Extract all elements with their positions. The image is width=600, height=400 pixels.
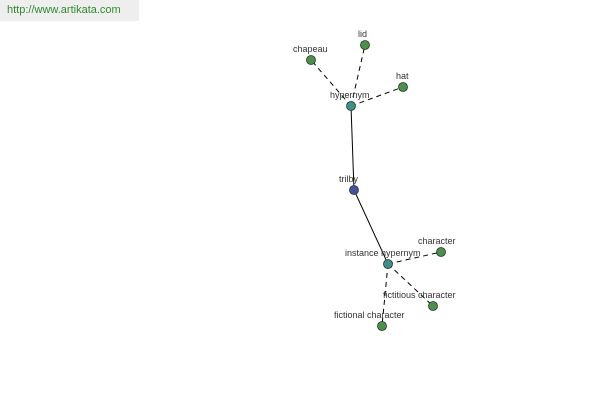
node-chapeau[interactable]	[306, 55, 316, 65]
node-label-chapeau[interactable]: chapeau	[293, 44, 328, 54]
node-label-instance-hypernym[interactable]: instance hypernym	[345, 248, 421, 258]
node-label-character[interactable]: character	[418, 236, 456, 246]
edge-hypernym-chapeau	[310, 59, 352, 107]
graph-edges	[310, 44, 442, 327]
node-instance-hypernym[interactable]	[383, 259, 393, 269]
node-character[interactable]	[436, 247, 446, 257]
node-label-hat[interactable]: hat	[396, 71, 409, 81]
node-label-trilby[interactable]: trilby	[339, 174, 359, 184]
source-url-banner[interactable]: http://www.artikata.com	[0, 0, 139, 21]
node-hat[interactable]	[398, 82, 408, 92]
node-label-hypernym[interactable]: hypernym	[330, 90, 370, 100]
edge-hypernym-lid	[350, 44, 366, 107]
node-lid[interactable]	[360, 40, 370, 50]
node-label-fictional-character[interactable]: fictional character	[334, 310, 405, 320]
node-label-fictitious-character[interactable]: fictitious character	[383, 290, 456, 300]
node-hypernym[interactable]	[346, 101, 356, 111]
edge-instance-hypernym-character	[387, 251, 442, 265]
edge-instance-hypernym-fictitious-character	[387, 263, 434, 307]
source-url-text[interactable]: http://www.artikata.com	[7, 4, 121, 16]
edge-instance-hypernym-fictional-character	[381, 263, 389, 327]
edge-hypernym-hat	[350, 86, 404, 107]
node-fictional-character[interactable]	[377, 321, 387, 331]
node-label-lid[interactable]: lid	[358, 29, 367, 39]
edge-trilby-instance-hypernym	[353, 189, 389, 265]
graph-nodes	[306, 40, 446, 331]
edge-trilby-hypernym	[350, 105, 355, 191]
graph-labels: trilby hypernym chapeau lid hat instance hype…	[293, 29, 456, 320]
node-fictitious-character[interactable]	[428, 301, 438, 311]
node-trilby[interactable]	[349, 185, 359, 195]
